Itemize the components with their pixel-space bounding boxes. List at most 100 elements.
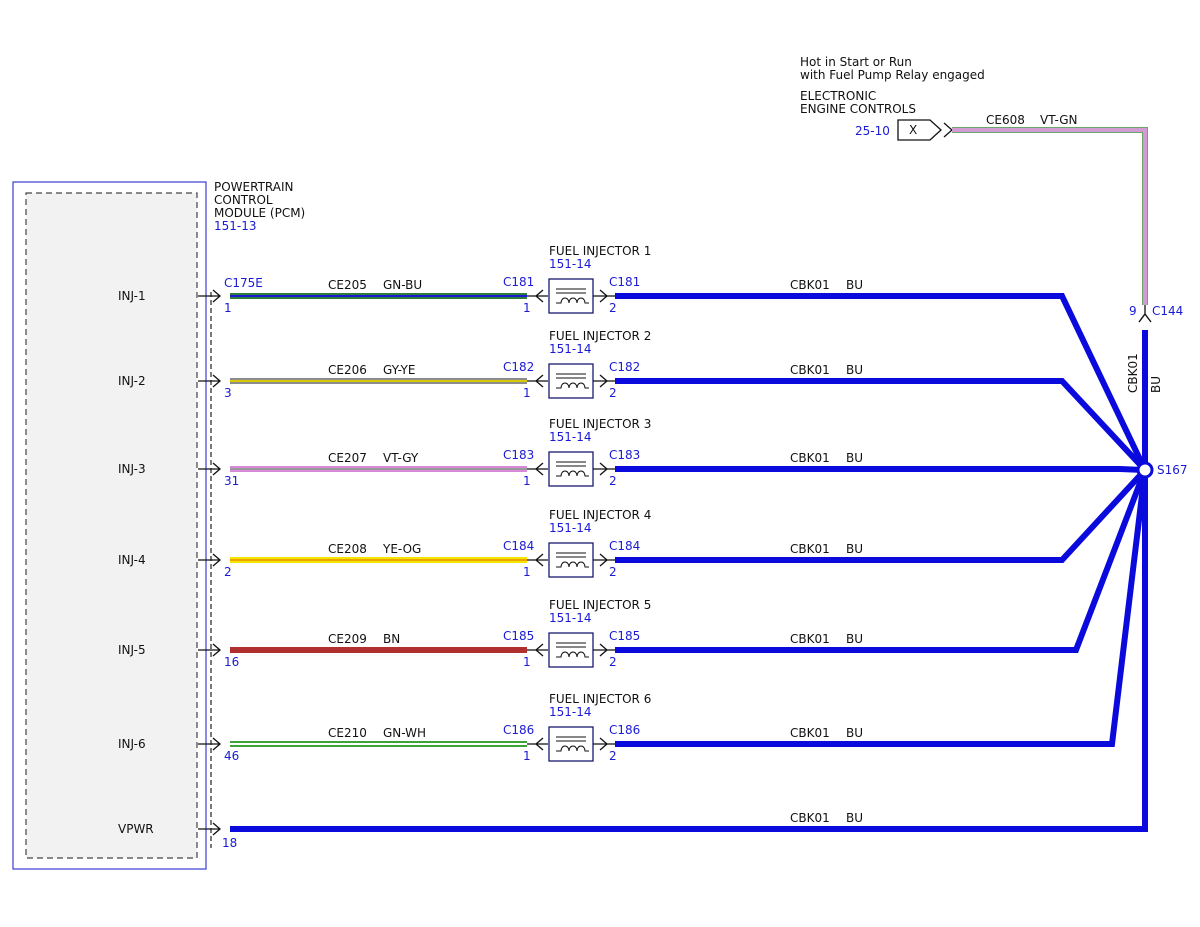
injector-title: FUEL INJECTOR 2 bbox=[549, 329, 651, 343]
wire-cbk01-return[interactable] bbox=[615, 469, 1148, 747]
wire-ce608[interactable] bbox=[952, 127, 1148, 305]
pcm-inner-box bbox=[25, 192, 198, 859]
injector-in-arrow-icon bbox=[535, 553, 544, 567]
wire-circuit-label: CE205 bbox=[328, 278, 367, 292]
injector-coil-icon bbox=[556, 745, 589, 752]
fuel-injector-4[interactable] bbox=[548, 542, 594, 578]
fuel-injector-6[interactable] bbox=[548, 726, 594, 762]
injector-page-ref[interactable]: 151-14 bbox=[549, 257, 592, 271]
pcm-pin-name: INJ-1 bbox=[118, 289, 146, 303]
fuel-injector-2[interactable] bbox=[548, 363, 594, 399]
pcm-pin-name: INJ-3 bbox=[118, 462, 146, 476]
source-section-line1: ELECTRONIC bbox=[800, 89, 876, 103]
wire-cbk01-return[interactable] bbox=[615, 378, 1148, 473]
pcm-title-line1: POWERTRAIN bbox=[214, 180, 294, 194]
injector-page-ref[interactable]: 151-14 bbox=[549, 342, 592, 356]
injector-out-connector-label[interactable]: C185 bbox=[609, 629, 640, 643]
vpwr-color-label: BU bbox=[846, 811, 863, 825]
return-color-label: BU bbox=[846, 451, 863, 465]
injector-connector-label[interactable]: C184 bbox=[503, 539, 534, 553]
source-page-ref[interactable]: 25-10 bbox=[855, 124, 890, 138]
fuel-injector-5[interactable] bbox=[548, 632, 594, 668]
injector-title: FUEL INJECTOR 5 bbox=[549, 598, 651, 612]
injector-out-connector-label[interactable]: C182 bbox=[609, 360, 640, 374]
return-color-label: BU bbox=[846, 726, 863, 740]
injector-out-arrow-icon bbox=[599, 643, 608, 657]
wire-cbk01-vpwr[interactable] bbox=[230, 470, 1148, 832]
pcm-pin-name: INJ-2 bbox=[118, 374, 146, 388]
pcm-pin-number: 31 bbox=[224, 474, 239, 488]
return-color-label: BU bbox=[846, 632, 863, 646]
source-connector-shape bbox=[897, 119, 942, 141]
splice-label[interactable]: S167 bbox=[1157, 463, 1188, 477]
injector-pin-2: 2 bbox=[609, 565, 617, 579]
pcm-pin-name: VPWR bbox=[118, 822, 154, 836]
injector-out-connector-label[interactable]: C186 bbox=[609, 723, 640, 737]
injector-pin-1: 1 bbox=[523, 749, 531, 763]
wire-cbk01-return[interactable] bbox=[615, 466, 1146, 473]
pcm-pin-arrow-icon bbox=[212, 553, 221, 567]
wire-color-label: BN bbox=[383, 632, 400, 646]
injector-page-ref[interactable]: 151-14 bbox=[549, 521, 592, 535]
wire-circuit-label: CE206 bbox=[328, 363, 367, 377]
pcm-pin-arrow-icon bbox=[212, 289, 221, 303]
injector-in-arrow-icon bbox=[535, 737, 544, 751]
injector-body bbox=[548, 363, 594, 399]
wire-cbk01-return[interactable] bbox=[615, 293, 1148, 472]
fuel-injector-3[interactable] bbox=[548, 451, 594, 487]
injector-out-connector-label[interactable]: C184 bbox=[609, 539, 640, 553]
pcm-pin-arrow-icon bbox=[212, 822, 221, 836]
wire-circuit-label: CE208 bbox=[328, 542, 367, 556]
injector-connector-label[interactable]: C185 bbox=[503, 629, 534, 643]
injector-coil-icon bbox=[556, 382, 589, 389]
pcm-connector-label[interactable]: C175E bbox=[224, 276, 263, 290]
vertical-color-label: BU bbox=[1149, 376, 1163, 393]
injector-out-connector-label[interactable]: C181 bbox=[609, 275, 640, 289]
injector-coil-icon bbox=[556, 561, 589, 568]
injector-title: FUEL INJECTOR 3 bbox=[549, 417, 651, 431]
splice-s167[interactable] bbox=[1136, 461, 1154, 479]
wire-circuit-label: CE210 bbox=[328, 726, 367, 740]
injector-connector-label[interactable]: C183 bbox=[503, 448, 534, 462]
injector-body bbox=[548, 632, 594, 668]
pcm-title-line2: CONTROL bbox=[214, 193, 273, 207]
injector-in-arrow-icon bbox=[535, 462, 544, 476]
injector-page-ref[interactable]: 151-14 bbox=[549, 430, 592, 444]
injector-in-arrow-icon bbox=[535, 374, 544, 388]
pcm-pin-arrow-icon bbox=[212, 374, 221, 388]
injector-pin-1: 1 bbox=[523, 301, 531, 315]
injector-page-ref[interactable]: 151-14 bbox=[549, 611, 592, 625]
injector-connector-label[interactable]: C186 bbox=[503, 723, 534, 737]
injector-out-connector-label[interactable]: C183 bbox=[609, 448, 640, 462]
injector-connector-label[interactable]: C182 bbox=[503, 360, 534, 374]
return-color-label: BU bbox=[846, 278, 863, 292]
source-circuit-label: CE608 bbox=[986, 113, 1025, 127]
return-color-label: BU bbox=[846, 542, 863, 556]
injector-connector-label[interactable]: C181 bbox=[503, 275, 534, 289]
fuel-injector-1[interactable] bbox=[548, 278, 594, 314]
injector-coil-icon bbox=[556, 470, 589, 477]
injector-out-arrow-icon bbox=[599, 289, 608, 303]
source-note-line1: Hot in Start or Run bbox=[800, 55, 912, 69]
injector-body bbox=[548, 542, 594, 578]
wire-cbk01-return[interactable] bbox=[615, 467, 1148, 563]
splice-node[interactable] bbox=[1136, 461, 1154, 479]
injector-title: FUEL INJECTOR 1 bbox=[549, 244, 651, 258]
injector-title: FUEL INJECTOR 4 bbox=[549, 508, 651, 522]
wire-cbk01-return[interactable] bbox=[615, 468, 1148, 653]
vpwr-circuit-label: CBK01 bbox=[790, 811, 830, 825]
injector-pin-2: 2 bbox=[609, 655, 617, 669]
injector-out-arrow-icon bbox=[599, 737, 608, 751]
pcm-pin-name: INJ-6 bbox=[118, 737, 146, 751]
injector-page-ref[interactable]: 151-14 bbox=[549, 705, 592, 719]
pcm-page-ref[interactable]: 151-13 bbox=[214, 219, 257, 233]
pcm-pin-arrow-icon bbox=[212, 643, 221, 657]
injector-in-arrow-icon bbox=[535, 289, 544, 303]
injector-body bbox=[548, 726, 594, 762]
c144-label[interactable]: C144 bbox=[1152, 304, 1183, 318]
